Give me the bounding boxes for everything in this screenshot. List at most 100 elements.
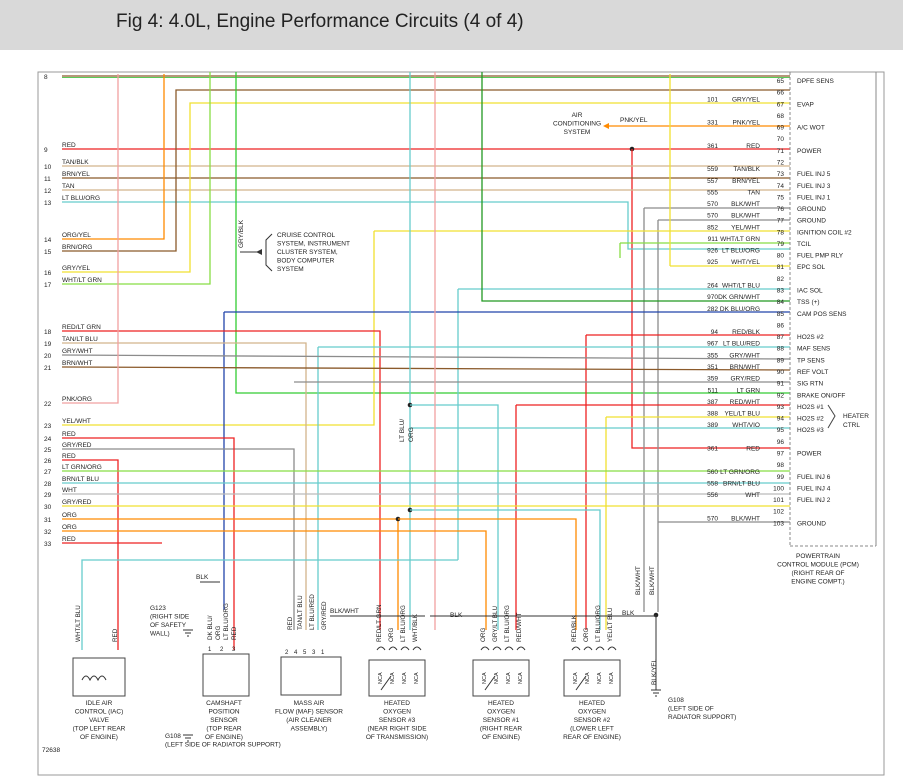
cmp-pin-number: 1 [208, 647, 212, 653]
pcm-function-label: FUEL INJ 1 [797, 194, 831, 201]
pcm-circuit-number: 558 [707, 480, 718, 487]
wire-red-ltgrn [62, 330, 381, 630]
maf-label-line: ASSEMBLY) [291, 726, 328, 733]
maf-pin-label: GRY/RED [321, 601, 328, 630]
ho2s1-sensor-pin-arc [480, 646, 490, 651]
pcm-function-label: TSS (+) [797, 299, 820, 306]
pcm-pin-number: 90 [777, 369, 785, 376]
left-wire-label: GRY/YEL [62, 265, 90, 272]
wire-org-yel [62, 74, 165, 240]
pcm-circuit-number: 355 [707, 352, 718, 359]
wire-iac-ltblu [81, 559, 458, 650]
vertical-wire-label: BLK/WHT [330, 608, 359, 615]
pcm-wire-label: GRY/RED [731, 376, 761, 383]
ho2s1-sensor-body [472, 659, 530, 697]
left-row-number: 25 [44, 447, 52, 454]
pcm-circuit-number: 361 [707, 143, 718, 150]
cmp-sensor-body [202, 653, 250, 697]
pcm-circuit-number: 282 [707, 306, 718, 313]
figure-id: 72638 [42, 747, 60, 754]
pcm-function-label: HO2S #3 [797, 427, 824, 434]
left-wire-label: ORG [62, 524, 77, 531]
ho2s2-sensor-label-line: HEATED [579, 700, 605, 707]
pcm-function-label: GROUND [797, 206, 826, 213]
maf-pin-label: LT BLU/RED [309, 594, 316, 630]
iac-valve-body [72, 657, 126, 697]
left-wire-label: RED [62, 453, 76, 460]
left-row-number: 31 [44, 517, 52, 524]
ho2s1-sensor-label-line: (RIGHT REAR [480, 726, 522, 733]
pcm-pin-number: 80 [777, 253, 785, 260]
pcm-wire-label: WHT/YEL [731, 259, 760, 266]
left-wire-label: RED [62, 431, 76, 438]
pcm-pin-number: 93 [777, 404, 785, 411]
pcm-circuit-number: 970 [707, 294, 718, 301]
wire-org-32 [62, 530, 487, 630]
maf-pin-number: 2 [285, 650, 289, 656]
ho2s3-sensor-label-line: (NEAR RIGHT SIDE [367, 726, 427, 733]
pcm-wire-label: DK BLU/ORG [720, 306, 760, 313]
maf-label-line: MASS AIR [294, 700, 325, 707]
pcm-pin-number: 72 [777, 159, 785, 166]
ho2s3-sensor-element-icon [380, 675, 392, 691]
pcm-function-label: HO2S #1 [797, 404, 824, 411]
vertical-wire-label: BLK/WHT [649, 566, 656, 595]
ho2s2-sensor-pin-arc [571, 646, 581, 651]
ho2s2-sensor-pin-label: YEL/LT BLU [607, 607, 614, 642]
pcm-pin-number: 84 [777, 299, 785, 306]
pcm-pin-number: 78 [777, 229, 785, 236]
left-wire-label: WHT [62, 487, 77, 494]
pcm-wire-label: YEL/WHT [731, 224, 760, 231]
cmp-pin-label: RED [231, 626, 238, 640]
cmp-label-line: POSITION [208, 709, 239, 716]
ho2s1-sensor-nca: NCA [494, 672, 500, 684]
pcm-pin-number: 81 [777, 264, 785, 271]
pcm-function-label: SIG RTN [797, 381, 824, 388]
cruise-arrow [256, 249, 262, 255]
left-wire-label: RED [62, 142, 76, 149]
ho2s2-sensor-pin-label: LT BLU/ORG [595, 605, 602, 642]
iac-label-line: (TOP LEFT REAR [73, 726, 126, 733]
pcm-function-label: FUEL INJ 4 [797, 485, 831, 492]
pcm-pin-number: 82 [777, 276, 785, 283]
vertical-wire-label: ORG [408, 427, 415, 442]
pcm-pin-number: 97 [777, 450, 785, 457]
pcm-wire-label: BLK/WHT [731, 515, 760, 522]
left-wire-label: TAN [62, 183, 75, 190]
pcm-function-label: EVAP [797, 101, 814, 108]
wire-dkgrn-wht [481, 72, 790, 302]
pcm-pin-number: 83 [777, 288, 785, 295]
left-row-number: 23 [44, 423, 52, 430]
ho2s3-sensor-nca: NCA [378, 672, 384, 684]
maf-pin-label: RED [287, 616, 294, 630]
pcm-function-label: HO2S #2 [797, 334, 824, 341]
ho2s2-sensor-label-line: OXYGEN [578, 709, 606, 716]
pcm-wire-label: WHT [745, 492, 760, 499]
pcm-wire-label: RED/BLK [732, 329, 760, 336]
pcm-pin-number: 85 [777, 311, 785, 318]
pcm-circuit-number: 560 [707, 469, 718, 476]
pcm-pin-number: 94 [777, 416, 785, 423]
ho2s1-sensor-element-icon [484, 675, 496, 691]
pcm-pin-number: 73 [777, 171, 785, 178]
pcm-wire-label: GRY/WHT [729, 352, 760, 359]
left-row-number: 11 [44, 176, 51, 183]
pcm-circuit-number: 852 [707, 224, 718, 231]
pcm-pin-number: 70 [777, 136, 785, 143]
pcm-function-label: A/C WOT [797, 125, 825, 132]
pcm-wire-label: PNK/YEL [733, 120, 761, 127]
ho2s3-sensor-label-line: OF TRANSMISSION) [366, 734, 428, 741]
wire-gry-yel [62, 102, 790, 273]
left-row-number: 24 [44, 436, 52, 443]
left-wire-label: RED [62, 536, 76, 543]
ground-label-g123-line: WALL) [150, 631, 170, 638]
ground-label-left-line: (LEFT SIDE OF RADIATOR SUPPORT) [165, 742, 281, 749]
left-row-number: 17 [44, 282, 52, 289]
wire-wht-ltgrn [62, 72, 211, 285]
maf-label-line: (AIR CLEANER [286, 717, 332, 724]
